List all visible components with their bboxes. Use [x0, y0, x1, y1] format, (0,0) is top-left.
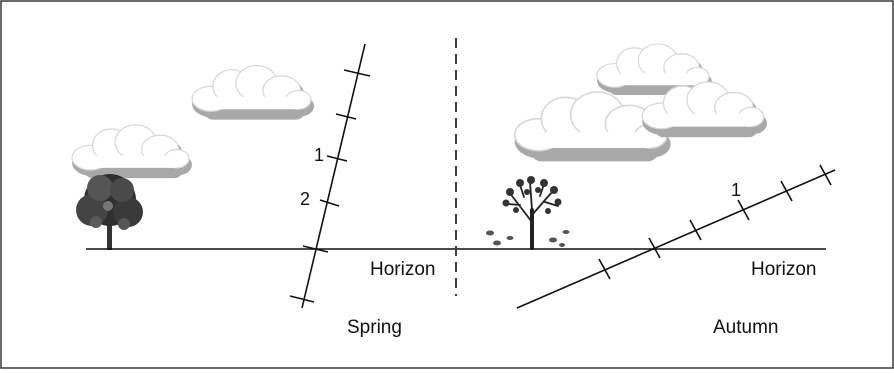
season-label-autumn: Autumn	[713, 317, 778, 338]
figure-border	[1, 1, 893, 368]
season-label-spring: Spring	[347, 317, 402, 338]
horizon-label-left: Horizon	[370, 259, 435, 280]
horizon-label-right: Horizon	[751, 259, 816, 280]
spring-tick-label-2: 2	[300, 189, 310, 209]
spring-tick-label-1: 1	[314, 145, 324, 165]
autumn-tick-label-1: 1	[731, 180, 741, 200]
